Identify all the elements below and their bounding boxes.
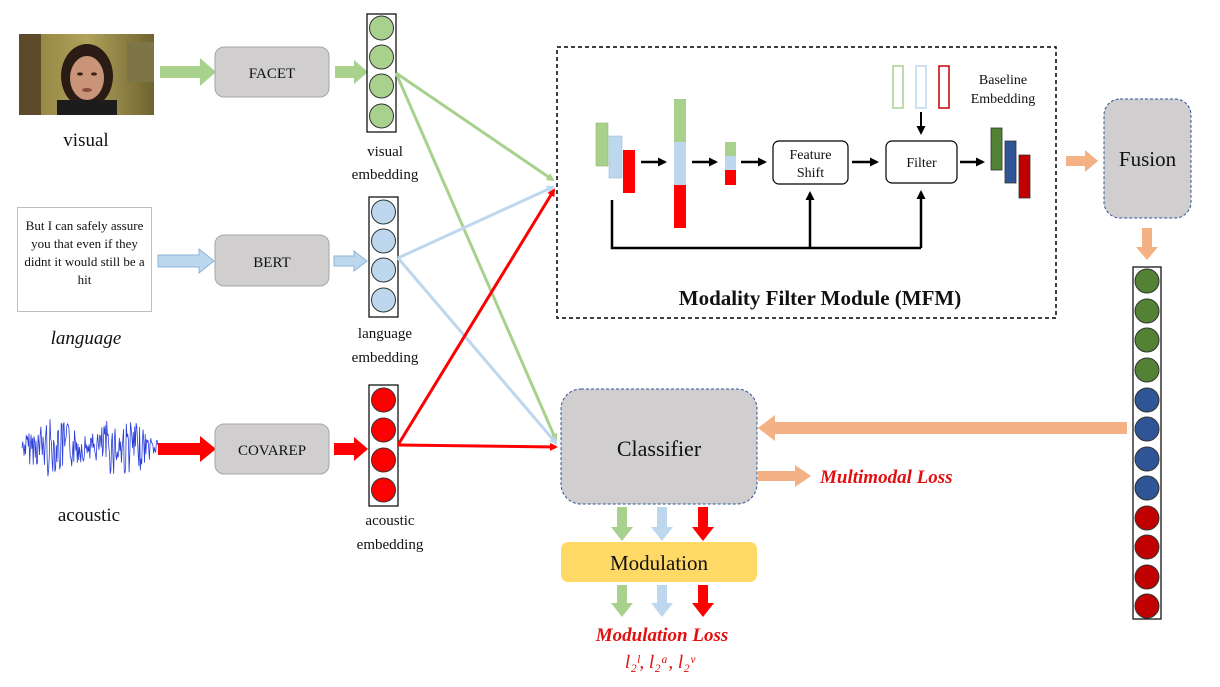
speaker-video-frame <box>19 34 154 115</box>
modulation-box[interactable]: Modulation <box>561 542 757 582</box>
mfm-reduced-bar <box>725 142 736 185</box>
modulation-to-loss-blue <box>651 585 673 617</box>
visual-embedding-column <box>366 13 397 133</box>
language-embedding-label-1: language <box>358 326 412 342</box>
feature-shift-box[interactable]: Feature Shift <box>772 140 849 185</box>
acoustic-embedding-unit <box>371 447 396 473</box>
visual-embedding-unit <box>369 103 394 129</box>
bert-to-embedding-arrow <box>333 249 368 273</box>
feature-shift-label-1: Feature <box>790 148 832 163</box>
baseline-label-2: Embedding <box>971 92 1036 107</box>
fused-embedding-unit <box>1134 505 1160 531</box>
language-embedding-column <box>368 196 399 318</box>
language-to-mfm-line <box>397 185 555 260</box>
fusion-label: Fusion <box>1119 147 1177 171</box>
facet-encoder-box[interactable]: FACET <box>214 46 330 98</box>
fused-embedding-unit <box>1134 387 1160 413</box>
fused-embedding-unit <box>1134 268 1160 294</box>
mfm-output-bars <box>990 127 1031 199</box>
language-embedding-unit <box>371 287 396 313</box>
fused-embedding-unit <box>1134 327 1160 353</box>
filter-label: Filter <box>906 156 937 171</box>
fused-embedding-unit <box>1134 475 1160 501</box>
acoustic-waveform <box>21 419 159 477</box>
acoustic-input-label: acoustic <box>58 505 120 526</box>
classifier-to-modulation-blue <box>651 507 673 541</box>
language-to-classifier-line <box>396 257 558 445</box>
modulation-loss-label: Modulation Loss <box>595 625 729 646</box>
fused-embedding-column <box>1132 266 1162 620</box>
fused-embedding-unit <box>1134 534 1160 560</box>
language-embedding-unit <box>371 199 396 225</box>
acoustic-to-mfm-line <box>396 188 556 446</box>
visual-embedding-label-1: visual <box>367 144 403 160</box>
modulation-label: Modulation <box>610 551 708 575</box>
modulation-to-loss-red <box>692 585 714 617</box>
visual-embedding-unit <box>369 73 394 99</box>
multimodal-loss-arrow <box>758 465 811 487</box>
covarep-label: COVAREP <box>238 443 306 459</box>
visual-embedding-unit <box>369 15 394 41</box>
acoustic-embedding-label-1: acoustic <box>365 513 414 529</box>
fused-embedding-unit <box>1134 416 1160 442</box>
language-embedding-unit <box>371 228 396 254</box>
visual-to-classifier-line <box>394 72 558 442</box>
modulation-loss-terms: l₂ˡ, l₂ᵃ, l₂ᵛ <box>625 652 696 673</box>
facet-to-embedding-arrow <box>335 60 368 84</box>
visual-embedding-label-2: embedding <box>352 167 419 183</box>
language-embedding-unit <box>371 257 396 283</box>
facet-label: FACET <box>249 66 295 82</box>
fused-embedding-unit <box>1134 298 1160 324</box>
classifier-to-modulation-red <box>692 507 714 541</box>
mfm-skip-connection <box>610 200 921 250</box>
modulation-to-loss-green <box>611 585 633 617</box>
fused-embedding-unit <box>1134 564 1160 590</box>
covarep-to-embedding-arrow <box>334 437 368 461</box>
visual-input-label: visual <box>63 130 108 151</box>
fusion-box[interactable]: Fusion <box>1103 98 1192 219</box>
baseline-embedding-bars <box>892 65 950 109</box>
transcript-box: But I can safely assure you that even if… <box>17 207 152 312</box>
acoustic-embedding-unit <box>371 387 396 413</box>
classifier-to-modulation-green <box>611 507 633 541</box>
fused-embedding-unit <box>1134 593 1160 619</box>
mfm-to-fusion-arrow <box>1066 150 1098 172</box>
language-embedding-label-2: embedding <box>352 350 419 366</box>
acoustic-input-arrow <box>158 436 216 462</box>
classifier-label: Classifier <box>617 436 702 461</box>
fused-embedding-unit <box>1134 446 1160 472</box>
language-input-label: language <box>51 328 122 349</box>
filter-box[interactable]: Filter <box>885 140 958 184</box>
fusion-to-embedding-arrow <box>1136 228 1158 260</box>
classifier-box[interactable]: Classifier <box>560 388 758 505</box>
waveform-trace <box>21 419 159 477</box>
mfm-input-bars <box>595 122 635 193</box>
multimodal-loss-label: Multimodal Loss <box>819 467 953 488</box>
language-input-arrow <box>157 247 215 275</box>
bert-encoder-box[interactable]: BERT <box>214 234 330 287</box>
visual-input-arrow <box>160 58 216 86</box>
bert-label: BERT <box>253 255 290 271</box>
visual-embedding-unit <box>369 44 394 70</box>
transcript-text: But I can safely assure you that even if… <box>24 218 145 287</box>
mfm-concat-bar <box>674 99 686 228</box>
feature-shift-label-2: Shift <box>797 166 824 181</box>
acoustic-embedding-column <box>368 384 399 507</box>
visual-to-mfm-line <box>395 71 555 182</box>
fused-embedding-unit <box>1134 357 1160 383</box>
covarep-encoder-box[interactable]: COVAREP <box>214 423 330 475</box>
baseline-label-1: Baseline <box>979 73 1027 88</box>
acoustic-embedding-unit <box>371 477 396 503</box>
fused-to-classifier-arrow <box>758 415 1127 441</box>
acoustic-embedding-unit <box>371 417 396 443</box>
acoustic-embedding-label-2: embedding <box>357 537 424 553</box>
acoustic-to-classifier-line <box>397 442 558 451</box>
mfm-title: Modality Filter Module (MFM) <box>679 286 961 310</box>
